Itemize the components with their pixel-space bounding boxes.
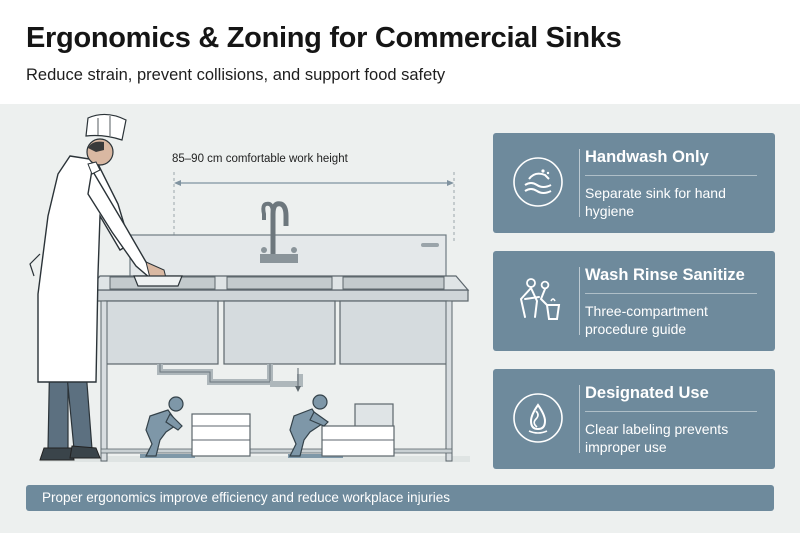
- card-description: Separate sink for hand hygiene: [585, 185, 726, 219]
- card-divider: [579, 149, 580, 217]
- card-rule: [585, 411, 757, 412]
- worker-bin-icon: [519, 278, 561, 320]
- card-title: Handwash Only: [585, 148, 709, 166]
- chef-figure: [29, 113, 183, 461]
- card-divider: [579, 385, 580, 453]
- card-title: Wash Rinse Sanitize: [585, 266, 745, 284]
- header: Ergonomics & Zoning for Commercial Sinks…: [0, 0, 800, 104]
- card-wash-rinse-sanitize: Wash Rinse Sanitize Three-compartment pr…: [493, 251, 775, 351]
- card-title: Designated Use: [585, 384, 709, 402]
- card-description: Three-compartment procedure guide: [585, 303, 708, 337]
- crouching-worker-left: [145, 396, 184, 457]
- card-rule: [585, 175, 757, 176]
- storage-crates: [191, 403, 395, 457]
- height-label: 85–90 cm comfortable work height: [172, 153, 349, 165]
- card-description: Clear labeling prevents improper use: [585, 421, 729, 455]
- card-handwash: Handwash Only Separate sink for hand hyg…: [493, 133, 775, 233]
- card-rule: [585, 293, 757, 294]
- card-divider: [579, 267, 580, 335]
- card-designated-use: Designated Use Clear labeling prevents i…: [493, 369, 775, 469]
- page-subtitle: Reduce strain, prevent collisions, and s…: [26, 66, 446, 84]
- sink-illustration: 85–90 cm comfortable work height: [29, 113, 470, 462]
- height-dimension: 85–90 cm comfortable work height: [172, 153, 455, 244]
- footer-text: Proper ergonomics improve efficiency and…: [42, 490, 450, 505]
- three-compartment-sink: [86, 201, 470, 462]
- footer-banner: Proper ergonomics improve efficiency and…: [26, 485, 774, 511]
- handwash-icon: [513, 157, 563, 207]
- label-drop-icon: [513, 393, 563, 443]
- page-title: Ergonomics & Zoning for Commercial Sinks: [26, 22, 622, 54]
- crouching-worker-right: [289, 394, 329, 457]
- floor: [40, 454, 470, 462]
